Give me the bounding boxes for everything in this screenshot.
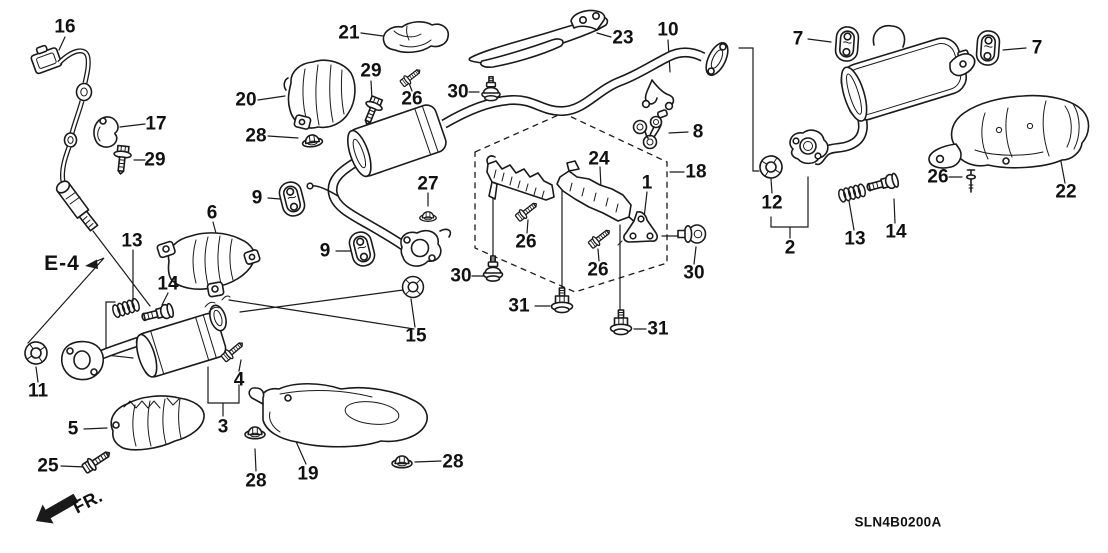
part-6-heat-shield bbox=[156, 232, 261, 298]
diagram-code-label: SLN4B0200A bbox=[854, 514, 942, 530]
part-30-mount-bolt bbox=[481, 76, 501, 102]
pipe-b-flange bbox=[705, 42, 729, 76]
part-14-bolt bbox=[139, 302, 176, 325]
part-23-stay bbox=[468, 9, 609, 68]
hardware-kit-dashed-box bbox=[474, 112, 668, 293]
section-ref-label: E-4 bbox=[44, 252, 80, 275]
part-15-gasket bbox=[401, 275, 425, 299]
part-9-rubber-hanger bbox=[346, 229, 378, 269]
part-1-bracket bbox=[617, 211, 658, 246]
part-26-bolt bbox=[586, 225, 614, 251]
part-19-cover bbox=[248, 383, 428, 448]
part-30-rubber-grommet bbox=[677, 224, 707, 244]
part-13-spring bbox=[110, 297, 142, 319]
part-17-clamp bbox=[93, 116, 119, 148]
part-28-nut bbox=[391, 455, 413, 469]
part-10-exhaust-pipe-b bbox=[441, 42, 729, 129]
group-bracket-2 bbox=[770, 176, 809, 239]
part-31-bolt bbox=[609, 309, 633, 336]
part-27-nut bbox=[419, 211, 437, 222]
part-25-bolt bbox=[80, 446, 114, 476]
part-7-rubber-hanger bbox=[834, 25, 860, 63]
e4-arrowhead-icon bbox=[85, 259, 98, 269]
fr-direction-arrow-icon bbox=[36, 493, 79, 524]
part-14-bolt bbox=[864, 172, 901, 196]
part-5-heat-shield bbox=[110, 395, 205, 451]
part-24-plate-b bbox=[556, 160, 637, 224]
part-26-bolt bbox=[513, 198, 541, 224]
part-12-gasket bbox=[757, 153, 785, 181]
part-26-bolt bbox=[398, 65, 424, 89]
part-28-nut bbox=[300, 132, 324, 149]
part-21-cover bbox=[382, 21, 450, 54]
part-center-pipe-resonator bbox=[306, 104, 452, 267]
part-26-screw-small bbox=[965, 169, 976, 193]
part-24-plate-a bbox=[486, 155, 555, 201]
part-3-catalytic-converter bbox=[60, 295, 231, 381]
link-12-flange bbox=[738, 47, 760, 172]
part-20-heat-shield bbox=[283, 59, 356, 130]
part-8-bracket bbox=[632, 109, 668, 150]
part-30-mount-bolt bbox=[482, 255, 504, 282]
part-22-heat-shield bbox=[928, 94, 1090, 169]
part-16-oxygen-sensor bbox=[30, 44, 99, 232]
group-bracket-3 bbox=[207, 366, 240, 417]
part-29-bolt bbox=[111, 144, 133, 176]
part-13-spring bbox=[836, 182, 868, 204]
leader-lines bbox=[27, 32, 1066, 472]
part-7-rubber-hanger bbox=[975, 29, 1001, 67]
part-9-rubber-hanger bbox=[276, 179, 308, 219]
part-28-nut bbox=[244, 426, 266, 440]
part-31-bolt bbox=[550, 287, 574, 314]
group-bracket-13-14 bbox=[105, 301, 134, 359]
part-2-muffler bbox=[789, 24, 976, 166]
link-15-flange bbox=[228, 289, 415, 330]
link-sensor-converter bbox=[92, 230, 151, 307]
part-11-gasket bbox=[22, 339, 50, 367]
